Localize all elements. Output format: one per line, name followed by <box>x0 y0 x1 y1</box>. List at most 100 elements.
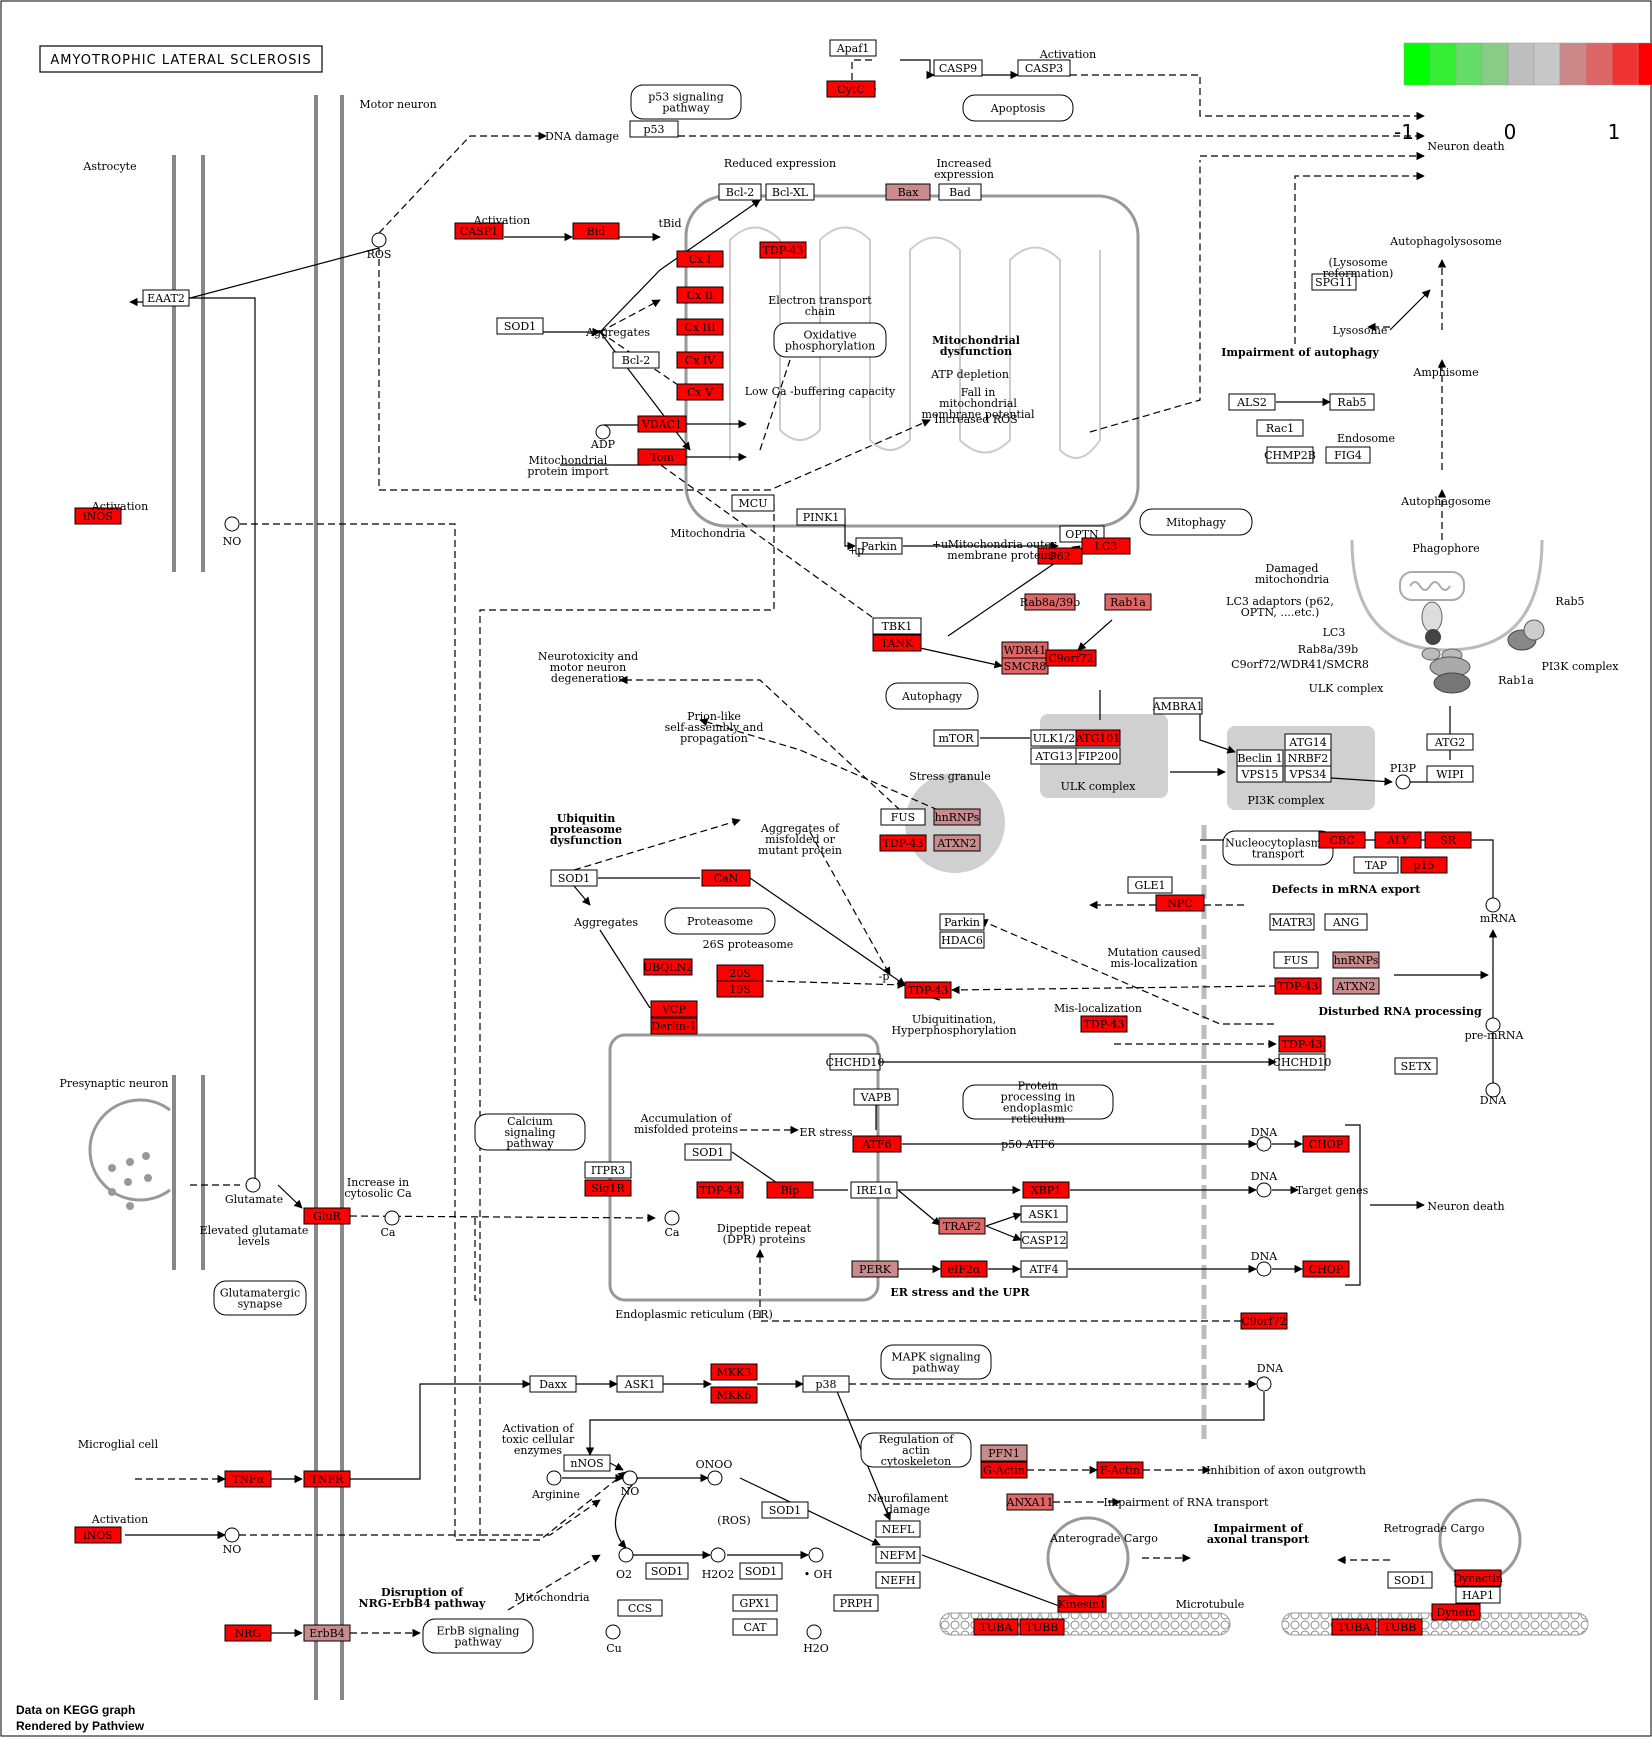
gene-cx1[interactable]: Cx I <box>676 250 724 268</box>
gene-nrbf2[interactable]: NRBF2 <box>1284 749 1332 767</box>
gene-pfn1[interactable]: PFN1 <box>980 1444 1028 1462</box>
gene-sod1e[interactable]: SOD1 <box>645 1562 689 1580</box>
gene-tnfa[interactable]: TNFα <box>224 1470 272 1488</box>
gene-hnrnp2[interactable]: hnRNPs <box>1332 951 1380 969</box>
gene-inos2[interactable]: iNOS <box>74 1526 122 1544</box>
gene-rab1a[interactable]: Rab1a <box>1104 593 1152 611</box>
gene-parkin1[interactable]: Parkin <box>855 537 903 555</box>
gene-gactin[interactable]: G-Actin <box>980 1461 1028 1479</box>
gene-bip[interactable]: Bip <box>766 1181 814 1199</box>
gene-hnrnp1[interactable]: hnRNPs <box>933 808 981 826</box>
gene-sod1g[interactable]: SOD1 <box>1387 1571 1433 1589</box>
map-mitophagy[interactable]: Mitophagy <box>1139 508 1253 536</box>
gene-kinesin1[interactable]: Kinesin1 <box>1057 1595 1107 1613</box>
gene-mkk3[interactable]: MKK3 <box>710 1363 758 1381</box>
gene-sod1c[interactable]: SOD1 <box>684 1143 732 1161</box>
gene-vapb[interactable]: VAPB <box>853 1088 899 1106</box>
gene-bclxl[interactable]: Bcl-XL <box>765 183 815 201</box>
gene-rac1[interactable]: Rac1 <box>1256 419 1304 437</box>
gene-als2[interactable]: ALS2 <box>1228 393 1276 411</box>
gene-hdac6[interactable]: HDAC6 <box>939 931 985 949</box>
gene-bcl2b[interactable]: Bcl-2 <box>612 351 660 369</box>
gene-tap[interactable]: TAP <box>1353 856 1399 874</box>
gene-setx[interactable]: SETX <box>1394 1057 1438 1075</box>
gene-ask1b[interactable]: ASK1 <box>616 1375 664 1393</box>
gene-tuba2[interactable]: TUBA <box>1331 1618 1377 1636</box>
gene-anxa11[interactable]: ANXA11 <box>1006 1493 1054 1511</box>
gene-casp9[interactable]: CASP9 <box>933 59 983 77</box>
gene-vps15[interactable]: VPS15 <box>1236 765 1284 783</box>
gene-atf6[interactable]: ATF6 <box>852 1135 902 1153</box>
gene-eaat2[interactable]: EAAT2 <box>142 289 190 307</box>
gene-traf2[interactable]: TRAF2 <box>938 1217 986 1235</box>
gene-sod1b[interactable]: SOD1 <box>550 869 598 887</box>
gene-spg11[interactable]: SPG11 <box>1311 273 1357 291</box>
gene-smcr8[interactable]: SMCR8 <box>1001 657 1049 675</box>
gene-atxn2a[interactable]: ATXN2 <box>933 834 981 852</box>
map-apoptosis[interactable]: Apoptosis <box>962 94 1074 122</box>
map-autophagy[interactable]: Autophagy <box>885 682 979 710</box>
gene-cx2[interactable]: Cx II <box>676 286 724 304</box>
gene-xbp1[interactable]: XBP1 <box>1022 1181 1070 1199</box>
gene-tbk1[interactable]: TBK1 <box>872 617 922 635</box>
gene-chmp2b[interactable]: CHMP2B <box>1264 446 1316 464</box>
gene-chchd10a[interactable]: CHCHD10 <box>826 1053 885 1071</box>
gene-bid[interactable]: Bid <box>572 222 620 240</box>
gene-nnos[interactable]: nNOS <box>563 1454 611 1472</box>
gene-tank[interactable]: TANK <box>872 634 922 652</box>
gene-tuba1[interactable]: TUBA <box>973 1618 1019 1636</box>
gene-ulk12[interactable]: ULK1/2 <box>1030 729 1078 747</box>
gene-eif2a[interactable]: eIF2α <box>940 1260 988 1278</box>
gene-wipi[interactable]: WIPI <box>1426 765 1474 783</box>
gene-tubb2[interactable]: TUBB <box>1377 1618 1423 1636</box>
gene-nefl[interactable]: NEFL <box>875 1520 921 1538</box>
gene-daxx[interactable]: Daxx <box>529 1375 577 1393</box>
gene-atg101[interactable]: ATG101 <box>1075 729 1121 747</box>
gene-mtor[interactable]: mTOR <box>933 729 979 747</box>
gene-atg14[interactable]: ATG14 <box>1284 733 1332 751</box>
gene-bcl2a[interactable]: Bcl-2 <box>718 183 762 201</box>
gene-fip200[interactable]: FIP200 <box>1075 747 1121 765</box>
gene-s20[interactable]: 20S <box>716 964 764 982</box>
gene-mcu[interactable]: MCU <box>731 494 775 512</box>
gene-vcp[interactable]: VCP <box>650 1000 698 1018</box>
gene-p53[interactable]: p53 <box>629 120 679 138</box>
gene-factin[interactable]: F-Actin <box>1096 1461 1144 1479</box>
gene-tdp43f[interactable]: TDP-43 <box>1278 1035 1326 1053</box>
gene-fig4[interactable]: FIG4 <box>1325 446 1371 464</box>
gene-ang[interactable]: ANG <box>1324 913 1368 931</box>
gene-p15[interactable]: p15 <box>1400 856 1448 874</box>
gene-chop1[interactable]: CHOP <box>1302 1135 1350 1153</box>
gene-apaf1[interactable]: Apaf1 <box>829 39 877 57</box>
gene-cbc[interactable]: CBC <box>1318 831 1366 849</box>
gene-chchd10b[interactable]: CHCHD10 <box>1273 1053 1332 1071</box>
gene-rab8[interactable]: Rab8a/39b <box>1020 593 1080 611</box>
gene-bad[interactable]: Bad <box>938 183 982 201</box>
gene-atxn2b[interactable]: ATXN2 <box>1332 977 1380 995</box>
gene-casp12[interactable]: CASP12 <box>1020 1231 1068 1249</box>
gene-matr3[interactable]: MATR3 <box>1269 913 1315 931</box>
gene-s19[interactable]: 19S <box>716 980 764 998</box>
gene-ask1a[interactable]: ASK1 <box>1020 1205 1068 1223</box>
gene-lc3[interactable]: LC3 <box>1081 537 1131 555</box>
gene-vdac1[interactable]: VDAC1 <box>637 415 687 433</box>
gene-casp3[interactable]: CASP3 <box>1017 59 1071 77</box>
gene-gpx1[interactable]: GPX1 <box>732 1594 778 1612</box>
gene-cx4[interactable]: Cx IV <box>676 351 724 369</box>
gene-fus1[interactable]: FUS <box>880 808 926 826</box>
gene-c9b[interactable]: C9orf72 <box>1240 1312 1288 1330</box>
gene-cx3[interactable]: Cx III <box>676 318 724 336</box>
gene-dynein[interactable]: Dynein <box>1431 1603 1481 1621</box>
gene-vps34[interactable]: VPS34 <box>1284 765 1332 783</box>
gene-cx5[interactable]: Cx V <box>676 383 724 401</box>
gene-aly[interactable]: ALY <box>1374 831 1422 849</box>
gene-dynactin[interactable]: Dynactin <box>1453 1569 1503 1587</box>
gene-prph[interactable]: PRPH <box>833 1594 879 1612</box>
gene-tubb1[interactable]: TUBB <box>1019 1618 1065 1636</box>
gene-p38[interactable]: p38 <box>802 1375 850 1393</box>
gene-itpr3[interactable]: ITPR3 <box>584 1161 632 1179</box>
